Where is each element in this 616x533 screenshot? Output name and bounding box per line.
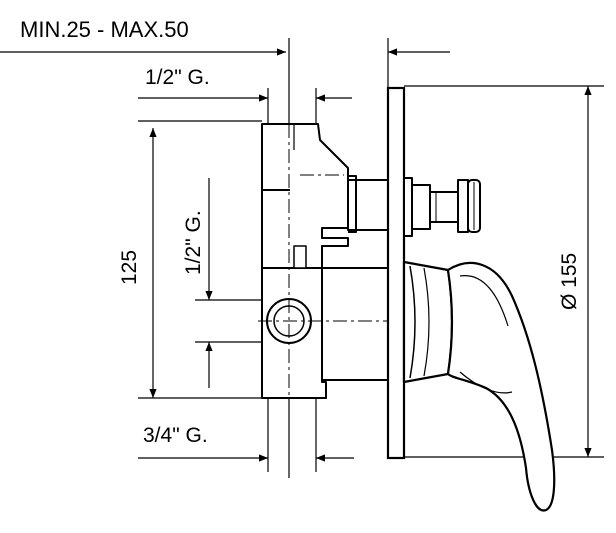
diverter-knob [403,177,481,237]
wall-range-label: MIN.25 - MAX.50 [20,17,189,42]
bottom-thread-label: 3/4" G. [143,424,208,447]
top-thread-label: 1/2" G. [145,66,210,89]
center-lines [258,124,392,398]
side-thread-label: 1/2" G. [182,210,205,275]
wall-plate [386,86,406,460]
plate-diameter-label: Ø 155 [558,253,581,310]
mixer-lever [402,260,556,512]
valve-body [261,123,389,399]
height-label: 125 [118,250,141,285]
